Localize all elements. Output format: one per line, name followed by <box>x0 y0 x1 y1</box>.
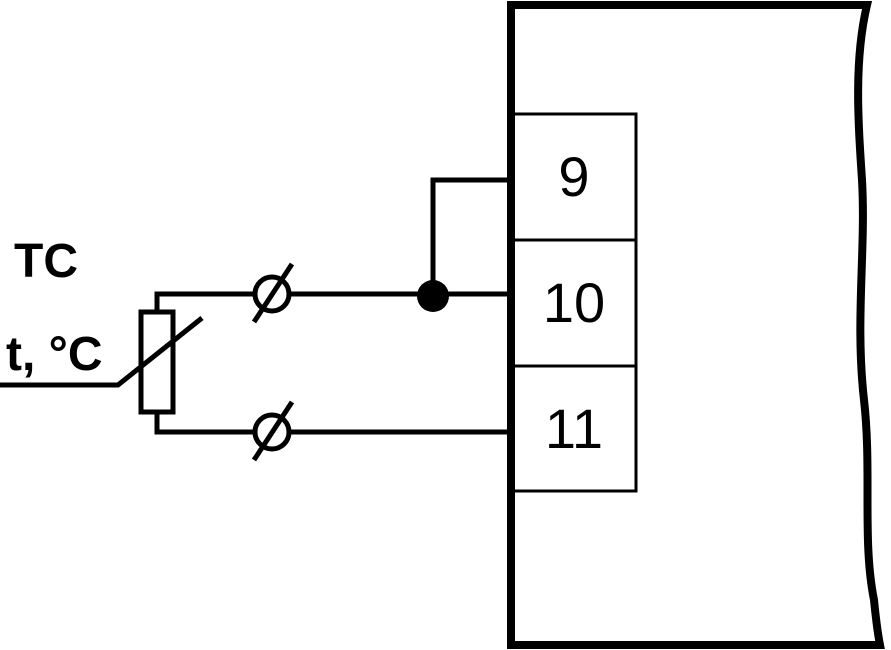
jumper-wire-9-10 <box>430 177 511 296</box>
terminal-9-label: 9 <box>558 145 589 208</box>
thermistor-symbol <box>0 309 204 415</box>
junction-dot <box>417 280 449 312</box>
device-housing <box>507 1 885 649</box>
sensor-lead-lower <box>154 412 511 435</box>
terminal-11-label: 11 <box>545 397 603 460</box>
terminal-11-box <box>510 364 638 493</box>
thermistor-indicator-line <box>0 316 204 388</box>
connector-lower <box>251 400 295 462</box>
sensor-measure-label: t, °C <box>6 328 103 381</box>
wiring <box>154 177 511 435</box>
sensor-type-label: TC <box>14 235 78 288</box>
sensor-lead-upper <box>154 291 511 312</box>
terminal-block: 9 10 11 <box>510 112 638 493</box>
terminal-10-label: 10 <box>543 271 605 334</box>
connector-upper <box>251 262 295 324</box>
